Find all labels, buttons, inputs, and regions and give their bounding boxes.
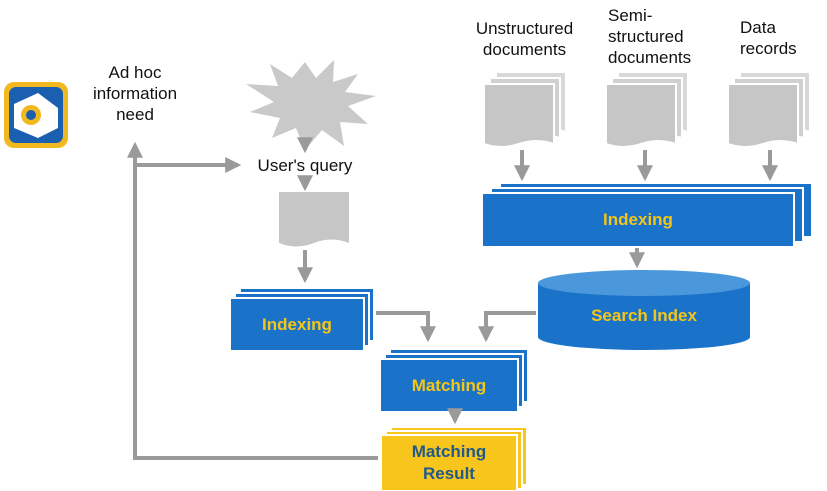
query-document-icon [279, 192, 349, 247]
matching-box [379, 348, 529, 413]
indexing-top-box [481, 182, 813, 248]
matching-label: Matching [411, 375, 487, 395]
search-index-cylinder [538, 270, 750, 350]
arrow-result-feedback [127, 141, 378, 460]
semi-structured-documents-label: Semi- structured documents [608, 6, 692, 67]
ad-hoc-need-label: Ad hoc information need [92, 63, 178, 124]
users-query-label: User's query [257, 156, 353, 175]
matching-result-box [380, 426, 528, 491]
indexing-top-label: Indexing [603, 210, 673, 229]
data-records-label: Data records [740, 18, 797, 58]
unstructured-documents-icon [483, 71, 567, 148]
unstructured-documents-label: Unstructured documents [475, 19, 574, 59]
starburst-icon [246, 60, 376, 150]
flow-arrows [127, 137, 778, 460]
data-records-icon [727, 71, 811, 148]
search-index-label: Search Index [591, 306, 697, 325]
arrow-search-index-to-matching [478, 311, 536, 343]
semi-structured-documents-icon [605, 71, 689, 148]
eye-app-icon [4, 82, 68, 148]
indexing-left-label: Indexing [262, 314, 332, 334]
arrow-indexing-to-matching [376, 311, 436, 343]
matching-result-label: Matching Result [411, 442, 487, 483]
indexing-left-box [229, 287, 375, 352]
